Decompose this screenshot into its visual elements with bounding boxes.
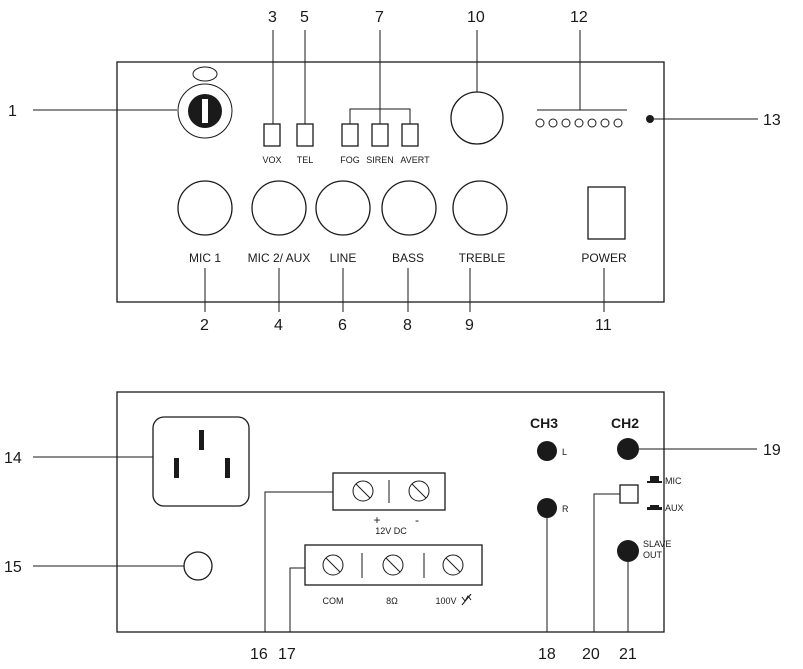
dc-plus-label: + <box>373 513 380 527</box>
round-indicator <box>450 91 504 145</box>
mic-aux-switch <box>619 484 639 504</box>
power-led <box>646 115 654 123</box>
callout-3: 3 <box>268 9 277 26</box>
fog-button <box>341 123 359 147</box>
ohm8-label: 8Ω <box>386 596 398 606</box>
callout-7: 7 <box>375 9 384 26</box>
ac-pin-right <box>225 458 230 478</box>
callout-13: 13 <box>763 112 781 129</box>
callout-8: 8 <box>403 317 412 334</box>
key-switch <box>177 66 233 139</box>
ch3-r-label: R <box>562 504 569 514</box>
bass-label: BASS <box>392 251 424 265</box>
screw-icon <box>442 554 464 576</box>
screw-icon <box>408 480 430 502</box>
switch-down-icon <box>647 505 662 510</box>
mic2-aux-knob <box>251 180 307 236</box>
callout-15: 15 <box>4 559 22 576</box>
switch-up-icon <box>647 476 662 483</box>
ch2-jack <box>617 438 639 460</box>
fuse-holder <box>183 551 213 581</box>
screw-icon <box>352 480 374 502</box>
callout-16: 16 <box>250 646 268 663</box>
line-knob <box>315 180 371 236</box>
callout-10: 10 <box>467 9 485 26</box>
screw-icon <box>382 554 404 576</box>
leader-16 <box>264 491 333 632</box>
ch3-left-jack <box>537 441 557 461</box>
slave-out-jack <box>617 540 639 562</box>
ch3-l-label: L <box>562 447 567 457</box>
ch2-label: CH2 <box>611 415 639 431</box>
treble-label: TREBLE <box>459 251 506 265</box>
vox-button <box>263 123 281 147</box>
mic1-knob <box>177 180 233 236</box>
ac-inlet <box>152 416 250 507</box>
dc-minus-label: - <box>415 513 419 527</box>
callout-19: 19 <box>763 442 781 459</box>
callout-4: 4 <box>274 317 283 334</box>
com-label: COM <box>323 596 344 606</box>
callout-17: 17 <box>278 646 296 663</box>
callout-9: 9 <box>465 317 474 334</box>
leader-20 <box>593 493 620 632</box>
mic1-label: MIC 1 <box>189 251 221 265</box>
bass-knob <box>381 180 437 236</box>
callout-11: 11 <box>595 317 612 334</box>
tel-button <box>296 123 314 147</box>
vox-label: VOX <box>262 155 281 165</box>
aux-label: AUX <box>665 503 684 513</box>
out-label: OUT <box>643 550 663 560</box>
dc-12v-label: 12V DC <box>375 526 407 536</box>
dc-terminal-block <box>332 472 446 511</box>
callout-5: 5 <box>300 9 309 26</box>
avert-button <box>401 123 419 147</box>
ch3-right-jack <box>537 498 557 518</box>
lightning-icon <box>461 593 472 606</box>
leader-17 <box>289 567 305 632</box>
callout-20: 20 <box>582 646 600 663</box>
fog-label: FOG <box>340 155 360 165</box>
slave-label: SLAVE <box>643 539 671 549</box>
callout-2: 2 <box>200 317 209 334</box>
power-switch <box>587 186 626 240</box>
callout-12: 12 <box>570 9 588 26</box>
ch3-label: CH3 <box>530 415 558 431</box>
mic-label: MIC <box>665 476 682 486</box>
power-label: POWER <box>581 251 627 265</box>
callout-18: 18 <box>538 646 556 663</box>
siren-button <box>371 123 389 147</box>
ac-pin-left <box>174 458 179 478</box>
tel-label: TEL <box>297 155 314 165</box>
callout-1: 1 <box>8 103 17 120</box>
treble-knob <box>452 180 508 236</box>
avert-label: AVERT <box>400 155 430 165</box>
mic2-aux-label: MIC 2/ AUX <box>248 251 311 265</box>
led-row <box>535 118 623 128</box>
siren-label: SIREN <box>366 155 394 165</box>
callout-21: 21 <box>619 646 637 663</box>
v100-label: 100V <box>435 596 456 606</box>
ac-pin-top <box>199 430 204 450</box>
screw-icon <box>322 554 344 576</box>
callout-6: 6 <box>338 317 347 334</box>
callout-14: 14 <box>4 450 22 467</box>
line-label: LINE <box>330 251 357 265</box>
